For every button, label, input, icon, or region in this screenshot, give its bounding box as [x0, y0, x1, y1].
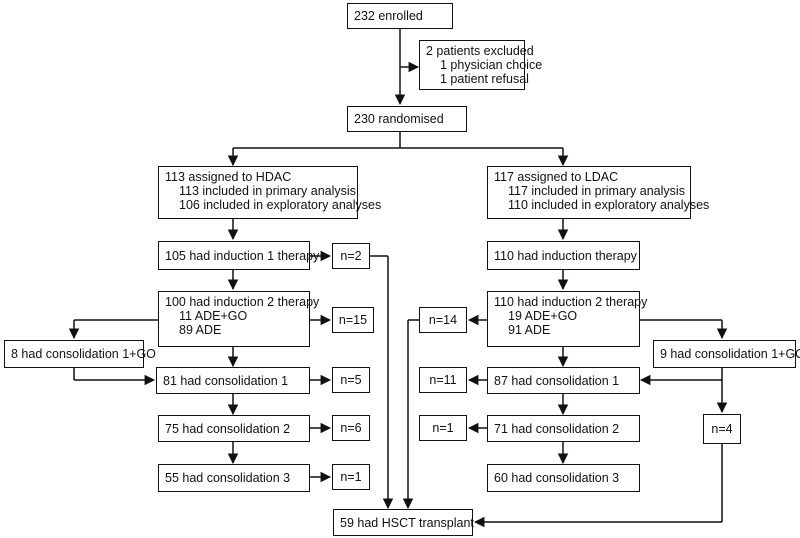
ldac-consolidation3-label: 60 had consolidation 3: [494, 471, 620, 485]
hdac-consolidation2-n-box: n=6: [332, 415, 370, 441]
hdac-induction2-n: n=15: [338, 313, 368, 327]
hdac-induction1-n: n=2: [340, 249, 362, 263]
hdac-consolidation3-n-box: n=1: [332, 464, 370, 490]
ldac-consolidation-go-box: 9 had consolidation 1+GO: [653, 340, 800, 368]
enrolled-label: 232 enrolled: [354, 9, 423, 23]
ldac-induction2-detail: 19 ADE+GO: [508, 309, 578, 323]
ldac-induction2-detail: 91 ADE: [508, 323, 551, 337]
hdac-induction2-detail: 11 ADE+GO: [179, 309, 248, 323]
ldac-induction2-label: 110 had induction 2 therapy: [494, 295, 648, 309]
hdac-primary-label: 113 included in primary analysis: [179, 184, 356, 198]
ldac-consolidation-go-n: n=4: [711, 422, 733, 436]
hsct-label: 59 had HSCT transplant: [340, 515, 474, 530]
hdac-induction2-label: 100 had induction 2 therapy: [165, 295, 320, 309]
hdac-assigned-box: 113 assigned to HDAC 113 included in pri…: [158, 166, 382, 219]
ldac-consolidation2-box: 71 had consolidation 2: [487, 415, 640, 442]
ldac-consolidation3-box: 60 had consolidation 3: [487, 464, 640, 492]
hdac-induction2-n-box: n=15: [332, 307, 374, 333]
ldac-induction2-n: n=14: [428, 313, 458, 327]
hdac-assigned-label: 113 assigned to HDAC: [165, 170, 292, 184]
hdac-induction1-label: 105 had induction 1 therapy: [165, 248, 320, 263]
hdac-consolidation1-label: 81 had consolidation 1: [163, 373, 289, 388]
hdac-induction2-box: 100 had induction 2 therapy 11 ADE+GO 89…: [158, 291, 320, 347]
hdac-consolidation2-box: 75 had consolidation 2: [158, 415, 310, 442]
hdac-consolidation3-label: 55 had consolidation 3: [165, 471, 291, 485]
hdac-induction1-n-box: n=2: [332, 243, 370, 269]
hdac-consolidation3-n: n=1: [340, 470, 362, 484]
excluded-reason: 1 patient refusal: [440, 72, 529, 86]
hdac-consolidation2-n: n=6: [340, 421, 362, 435]
ldac-consolidation1-box: 87 had consolidation 1: [487, 367, 640, 394]
ldac-induction2-box: 110 had induction 2 therapy 19 ADE+GO 91…: [487, 291, 648, 347]
ldac-exploratory-label: 110 included in exploratory analyses: [508, 198, 710, 212]
ldac-consolidation2-n: n=1: [432, 421, 454, 435]
hdac-induction2-detail: 89 ADE: [179, 323, 222, 337]
ldac-assigned-box: 117 assigned to LDAC 117 included in pri…: [487, 166, 710, 219]
excluded-reason: 1 physician choice: [440, 58, 543, 72]
hdac-consolidation2-label: 75 had consolidation 2: [165, 421, 291, 436]
ldac-induction1-label: 110 had induction therapy: [494, 248, 637, 263]
ldac-consolidation-go-label: 9 had consolidation 1+GO: [660, 347, 800, 361]
hdac-consolidation-go-box: 8 had consolidation 1+GO: [4, 340, 156, 368]
hdac-induction1-box: 105 had induction 1 therapy: [158, 241, 319, 270]
ldac-consolidation1-n-box: n=11: [419, 367, 467, 393]
randomised-box: 230 randomised: [347, 106, 467, 132]
excluded-title: 2 patients excluded: [426, 44, 534, 58]
ldac-consolidation2-label: 71 had consolidation 2: [494, 421, 620, 436]
randomised-label: 230 randomised: [354, 112, 444, 126]
hsct-box: 59 had HSCT transplant: [333, 509, 474, 536]
hdac-consolidation1-n: n=5: [340, 373, 362, 387]
enrolled-box: 232 enrolled: [347, 3, 453, 29]
hdac-consolidation1-box: 81 had consolidation 1: [156, 367, 310, 394]
ldac-induction1-box: 110 had induction therapy: [487, 241, 640, 270]
hdac-consolidation-go-label: 8 had consolidation 1+GO: [11, 347, 156, 361]
ldac-consolidation-go-n-box: n=4: [703, 414, 741, 444]
ldac-consolidation1-n: n=11: [429, 373, 457, 387]
ldac-assigned-label: 117 assigned to LDAC: [494, 170, 619, 184]
hdac-exploratory-label: 106 included in exploratory analyses: [179, 198, 382, 212]
hdac-consolidation1-n-box: n=5: [332, 367, 370, 393]
ldac-consolidation1-label: 87 had consolidation 1: [494, 373, 620, 388]
ldac-primary-label: 117 included in primary analysis: [508, 184, 685, 198]
excluded-box: 2 patients excluded 1 physician choice 1…: [419, 40, 543, 90]
ldac-consolidation2-n-box: n=1: [419, 415, 467, 441]
ldac-induction2-n-box: n=14: [419, 307, 467, 333]
hdac-consolidation3-box: 55 had consolidation 3: [158, 464, 310, 492]
